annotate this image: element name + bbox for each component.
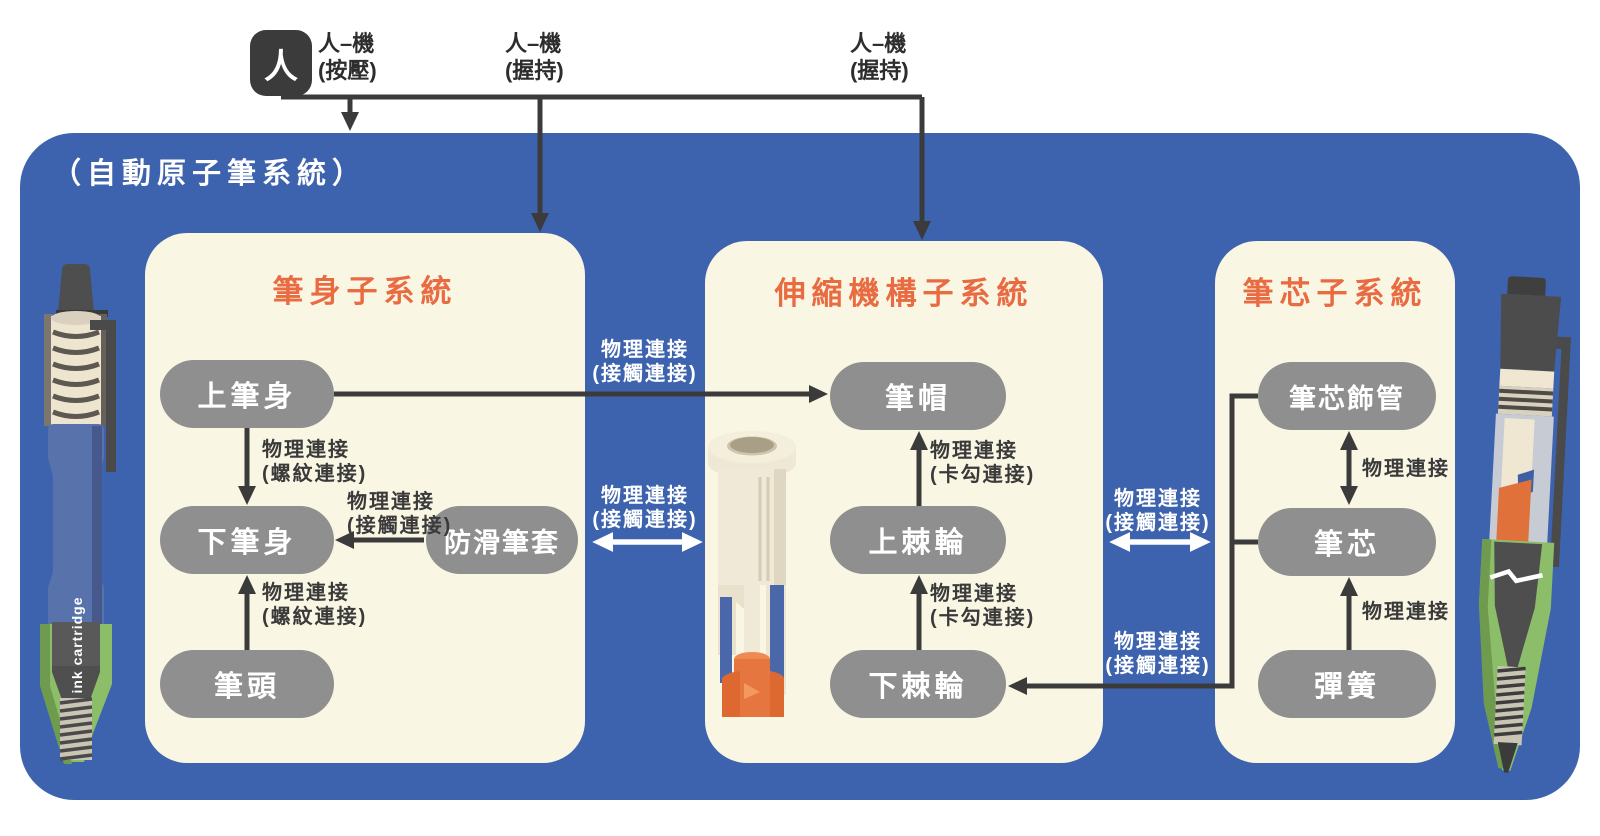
node-grip: 防滑筆套 — [426, 506, 578, 574]
interaction-label-press: 人–機 (按壓) — [318, 31, 377, 83]
node-lower-ratchet: 下棘輪 — [830, 650, 1006, 718]
mechanism-image — [708, 431, 796, 717]
link-label-thread-1: 物理連接 (螺紋連接) — [262, 439, 368, 485]
subsystem-title-mechanism: 伸縮機構子系統 — [774, 276, 1034, 311]
node-lower-body: 下筆身 — [160, 506, 334, 574]
node-upper-body: 上筆身 — [160, 360, 334, 428]
left-pen-image: ink cartridge — [40, 264, 116, 764]
link-label-thread-2: 物理連接 (螺紋連接) — [262, 582, 368, 628]
link-label-contact-long-arrow: 物理連接 (接觸連接) — [592, 339, 698, 385]
link-label-contact-lower-ratchet: 物理連接 (接觸連接) — [1105, 631, 1211, 677]
ink-cartridge-label: ink cartridge — [69, 596, 85, 693]
system-title: （自動原子筆系統） — [52, 158, 368, 190]
node-trim-tube: 筆芯飾管 — [1258, 362, 1436, 430]
link-label-physical-2: 物理連接 — [1362, 601, 1450, 623]
human-node: 人 — [250, 30, 312, 96]
node-cap: 筆帽 — [830, 362, 1006, 430]
link-label-contact-gap1: 物理連接 (接觸連接) — [592, 485, 698, 531]
subsystem-title-refill: 筆芯子系統 — [1242, 276, 1428, 311]
node-upper-ratchet: 上棘輪 — [830, 506, 1006, 574]
right-pen-image — [1478, 276, 1572, 773]
link-label-hook-1: 物理連接 (卡勾連接) — [930, 440, 1036, 486]
link-label-hook-2: 物理連接 (卡勾連接) — [930, 583, 1036, 629]
link-label-contact-gap2: 物理連接 (接觸連接) — [1105, 488, 1211, 534]
interaction-label-grip-1: 人–機 (握持) — [505, 31, 564, 83]
human-label: 人 — [264, 47, 298, 86]
link-label-contact-grip: 物理連接 (接觸連接) — [347, 491, 453, 537]
interaction-label-grip-2: 人–機 (握持) — [850, 31, 909, 83]
node-refill: 筆芯 — [1258, 508, 1436, 576]
node-pen-tip: 筆頭 — [160, 650, 334, 718]
subsystem-title-body: 筆身子系統 — [272, 274, 458, 309]
node-spring: 彈簧 — [1258, 650, 1436, 718]
link-label-physical-1: 物理連接 — [1362, 458, 1450, 480]
